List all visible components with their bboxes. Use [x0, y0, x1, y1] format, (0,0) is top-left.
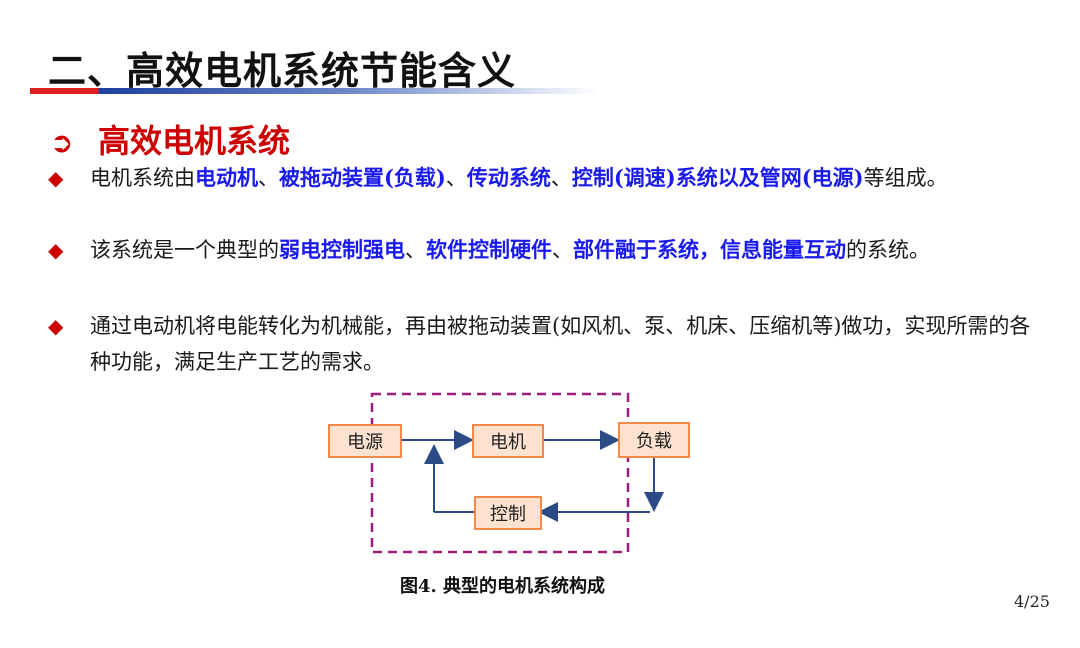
arrow-bullet-icon: ➲: [50, 126, 74, 159]
body-text: 电机系统由: [90, 166, 195, 190]
diamond-bullet-icon: ◆: [48, 166, 64, 190]
box-power: 电源: [328, 424, 402, 458]
bullet-item-3: ◆ 通过电动机将电能转化为机械能，再由被拖动装置(如风机、泵、机床、压缩机等)做…: [48, 308, 1038, 380]
highlighted-term: 被拖动装置(负载): [279, 165, 446, 190]
section-heading: ➲ 高效电机系统: [50, 116, 290, 162]
section-heading-label: 高效电机系统: [98, 122, 291, 160]
bullet-item-1: ◆ 电机系统由电动机、被拖动装置(负载)、传动系统、控制(调速)系统以及管网(电…: [48, 160, 1038, 196]
bullet-text-3: 通过电动机将电能转化为机械能，再由被拖动装置(如风机、泵、机床、压缩机等)做功，…: [90, 308, 1038, 380]
body-text: 等组成。: [863, 166, 948, 190]
diamond-bullet-icon: ◆: [48, 314, 64, 338]
body-text: 、: [258, 166, 279, 190]
highlighted-term: 部件融于系统，信息能量互动: [573, 237, 846, 262]
motor-system-diagram: 电源 电机 负载 控制: [320, 388, 700, 558]
body-text: 该系统是一个典型的: [90, 238, 279, 262]
system-boundary: [370, 392, 630, 554]
body-text: 、: [405, 238, 426, 262]
bullet-item-2: ◆ 该系统是一个典型的弱电控制强电、软件控制硬件、部件融于系统，信息能量互动的系…: [48, 232, 1038, 268]
diagram-connectors: [370, 392, 664, 554]
diamond-bullet-icon: ◆: [48, 238, 64, 262]
page-number: 4/25: [1014, 592, 1050, 611]
highlighted-term: 弱电控制强电: [279, 237, 405, 262]
bullet-text-2: 该系统是一个典型的弱电控制强电、软件控制硬件、部件融于系统，信息能量互动的系统。: [90, 232, 1038, 268]
title-underline: [30, 88, 600, 94]
box-load: 负载: [618, 422, 690, 458]
body-text: 、: [445, 166, 467, 190]
bullet-text-1: 电机系统由电动机、被拖动装置(负载)、传动系统、控制(调速)系统以及管网(电源)…: [90, 160, 1038, 196]
body-text: 、: [552, 238, 573, 262]
highlighted-term: 传动系统: [466, 165, 551, 190]
body-text: 的系统。: [846, 238, 930, 262]
slide-title: 二、高效电机系统节能含义: [48, 49, 517, 93]
highlighted-term: 软件控制硬件: [426, 237, 552, 262]
box-motor: 电机: [472, 424, 544, 458]
body-text: 通过电动机将电能转化为机械能，再由被拖动装置(如风机、泵、机床、压缩机等)做功，…: [90, 314, 1031, 374]
figure-caption: 图4. 典型的电机系统构成: [400, 576, 606, 597]
highlighted-term: 控制(调速)系统以及管网(电源): [571, 165, 864, 190]
box-control: 控制: [474, 496, 542, 530]
body-text: 、: [550, 166, 572, 190]
highlighted-term: 电动机: [195, 165, 258, 190]
